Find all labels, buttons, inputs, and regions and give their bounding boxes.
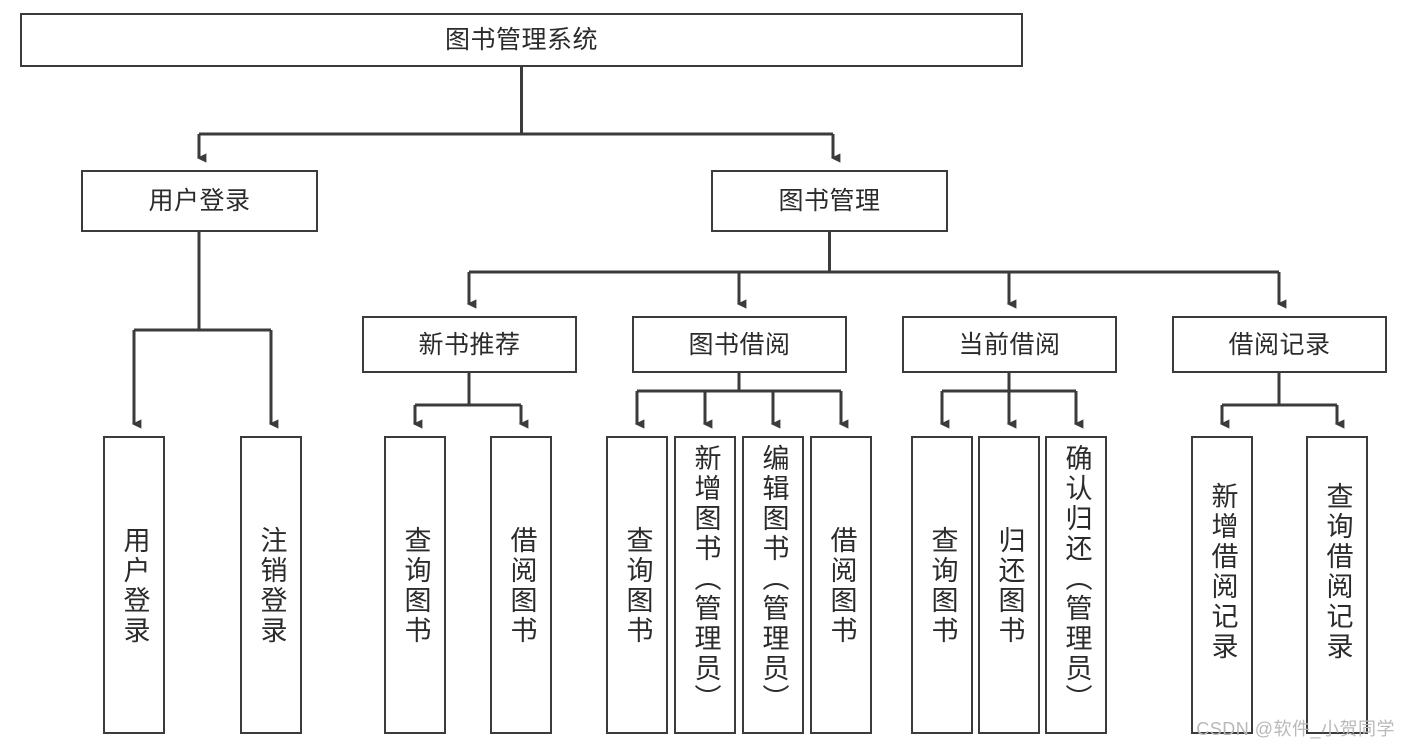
leaf-add-borrow-record[interactable]: 新增借阅记录 <box>1191 436 1253 734</box>
node-user-login[interactable]: 用户登录 <box>81 170 318 232</box>
leaf-query-book-borrow[interactable]: 查询图书 <box>606 436 668 734</box>
node-label: 新增图书（管理员） <box>690 444 721 714</box>
leaf-user-login[interactable]: 用户登录 <box>103 436 165 734</box>
node-label: 新书推荐 <box>418 330 521 359</box>
node-label: 借阅记录 <box>1228 330 1331 359</box>
node-label: 借阅图书 <box>506 526 537 646</box>
leaf-edit-book[interactable]: 编辑图书（管理员） <box>742 436 804 734</box>
node-book-borrow[interactable]: 图书借阅 <box>632 316 847 373</box>
node-label: 新增借阅记录 <box>1207 482 1238 662</box>
node-label: 编辑图书（管理员） <box>758 444 789 714</box>
leaf-query-borrow-record[interactable]: 查询借阅记录 <box>1306 436 1368 734</box>
node-label: 查询图书 <box>400 526 431 646</box>
leaf-add-book[interactable]: 新增图书（管理员） <box>674 436 736 734</box>
node-label: 当前借阅 <box>958 330 1061 359</box>
leaf-confirm-return[interactable]: 确认归还（管理员） <box>1045 436 1107 734</box>
csdn-watermark: CSDN @软件_小贺同学 <box>1196 719 1395 739</box>
node-label: 图书管理 <box>778 187 881 215</box>
node-label: 归还图书 <box>994 526 1025 646</box>
node-label: 查询借阅记录 <box>1322 482 1353 662</box>
node-book-management-system[interactable]: 图书管理系统 <box>20 13 1023 67</box>
node-book-management[interactable]: 图书管理 <box>711 170 948 232</box>
leaf-return-book[interactable]: 归还图书 <box>978 436 1040 734</box>
node-label: 用户登录 <box>119 526 150 646</box>
node-new-book-recommend[interactable]: 新书推荐 <box>362 316 577 373</box>
leaf-query-book-current[interactable]: 查询图书 <box>911 436 973 734</box>
node-current-borrow[interactable]: 当前借阅 <box>902 316 1117 373</box>
leaf-logout-login[interactable]: 注销登录 <box>240 436 302 734</box>
node-label: 查询图书 <box>927 526 958 646</box>
node-label: 查询图书 <box>622 526 653 646</box>
node-label: 图书借阅 <box>688 330 791 359</box>
node-label: 用户登录 <box>148 187 251 215</box>
node-borrow-record[interactable]: 借阅记录 <box>1172 316 1387 373</box>
node-label: 注销登录 <box>256 526 287 646</box>
node-label: 借阅图书 <box>826 526 857 646</box>
leaf-borrow-book-recommend[interactable]: 借阅图书 <box>490 436 552 734</box>
node-label: 图书管理系统 <box>444 26 598 54</box>
node-label: 确认归还（管理员） <box>1061 444 1092 714</box>
leaf-query-book-recommend[interactable]: 查询图书 <box>384 436 446 734</box>
leaf-borrow-book-borrow[interactable]: 借阅图书 <box>810 436 872 734</box>
